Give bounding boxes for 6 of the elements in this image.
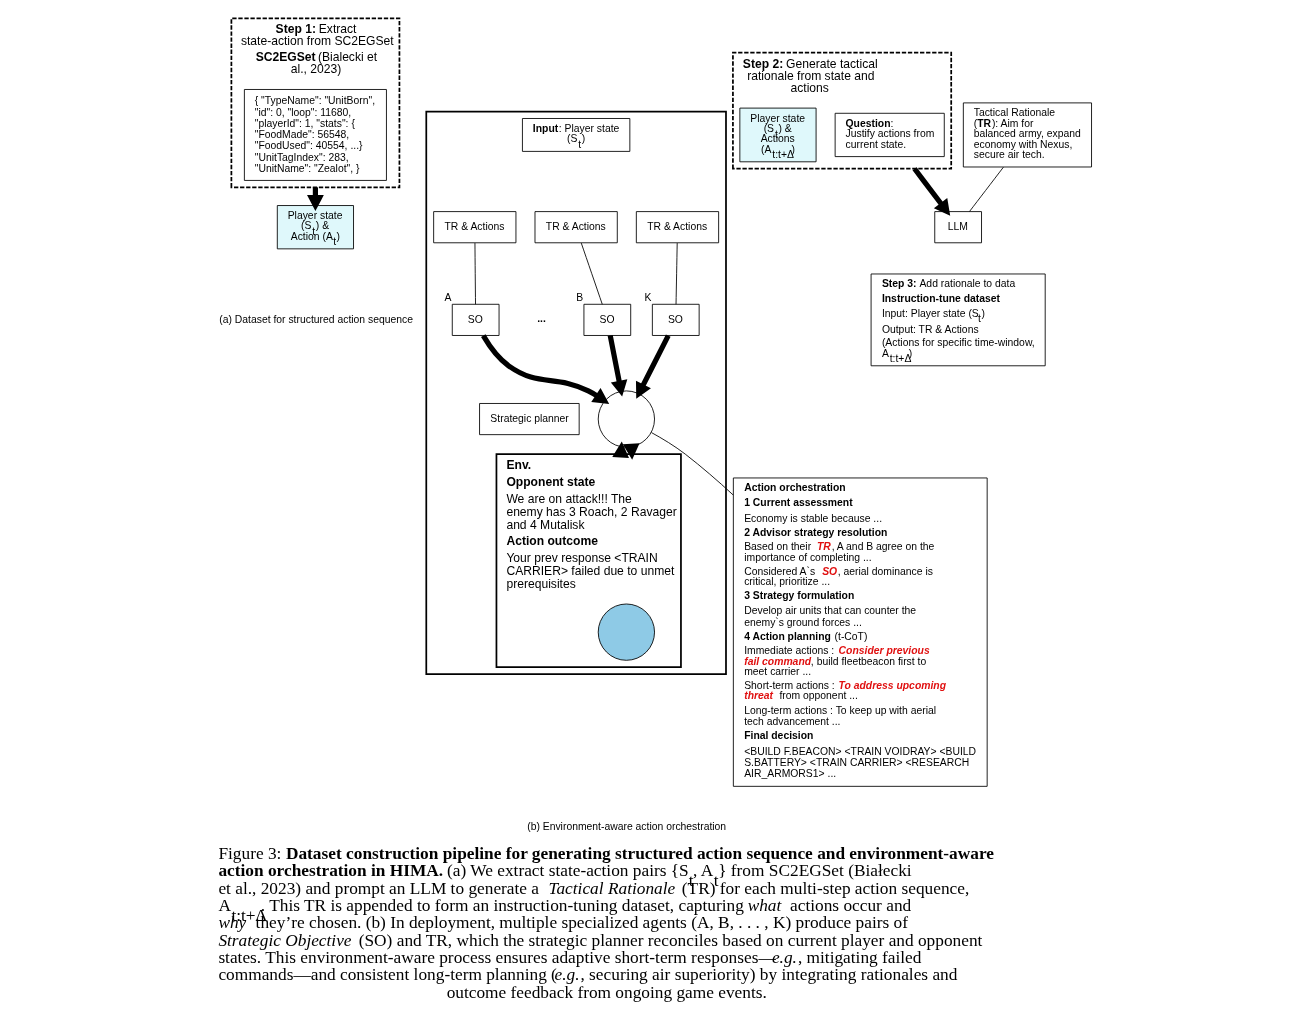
- label: (a) Dataset for structured action sequence: [218, 313, 413, 325]
- node-label: A: [443, 292, 451, 304]
- label: ...: [536, 312, 546, 324]
- label: (b) Environment-aware action orchestration: [526, 820, 726, 832]
- node-label: B: [575, 292, 583, 304]
- node-label: K: [644, 292, 651, 304]
